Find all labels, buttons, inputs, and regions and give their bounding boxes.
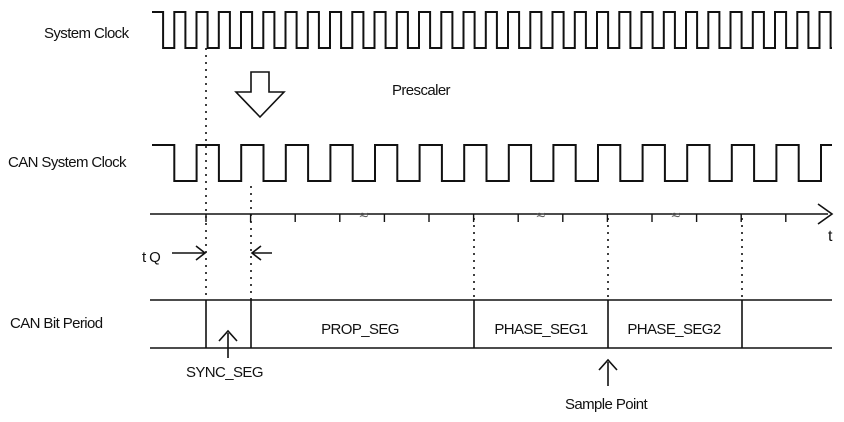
can-bit-period-label: CAN Bit Period bbox=[10, 315, 103, 332]
time-axis-label: t bbox=[828, 228, 833, 245]
axis-break-icon: ≈ bbox=[671, 208, 682, 223]
tq-left-pointing-arrowhead-icon bbox=[250, 245, 262, 261]
system-clock-label: System Clock bbox=[44, 25, 130, 42]
prop-seg-label: PROP_SEG bbox=[321, 321, 399, 338]
can-system-clock-label: CAN System Clock bbox=[8, 154, 127, 171]
system-clock-waveform bbox=[152, 11, 832, 49]
prescaler-arrow-icon bbox=[234, 71, 286, 119]
tq-right-pointing-arrowhead-icon bbox=[195, 245, 207, 261]
sample-point-label: Sample Point bbox=[565, 396, 648, 413]
can-system-clock-waveform bbox=[152, 144, 832, 182]
prescaler-label: Prescaler bbox=[392, 82, 451, 99]
sync-seg-up-arrow-icon bbox=[218, 329, 238, 342]
sample-point-up-arrow-icon bbox=[598, 358, 618, 371]
axis-break-icon: ≈ bbox=[536, 208, 547, 223]
tq-label: t Q bbox=[142, 249, 160, 266]
phase-seg1-label: PHASE_SEG1 bbox=[494, 321, 587, 338]
axis-break-icon: ≈ bbox=[359, 208, 370, 223]
time-axis-ticks bbox=[205, 214, 787, 222]
phase-seg2-label: PHASE_SEG2 bbox=[627, 321, 720, 338]
time-axis-arrowhead-icon bbox=[817, 203, 834, 225]
sync-seg-label: SYNC_SEG bbox=[186, 364, 263, 381]
